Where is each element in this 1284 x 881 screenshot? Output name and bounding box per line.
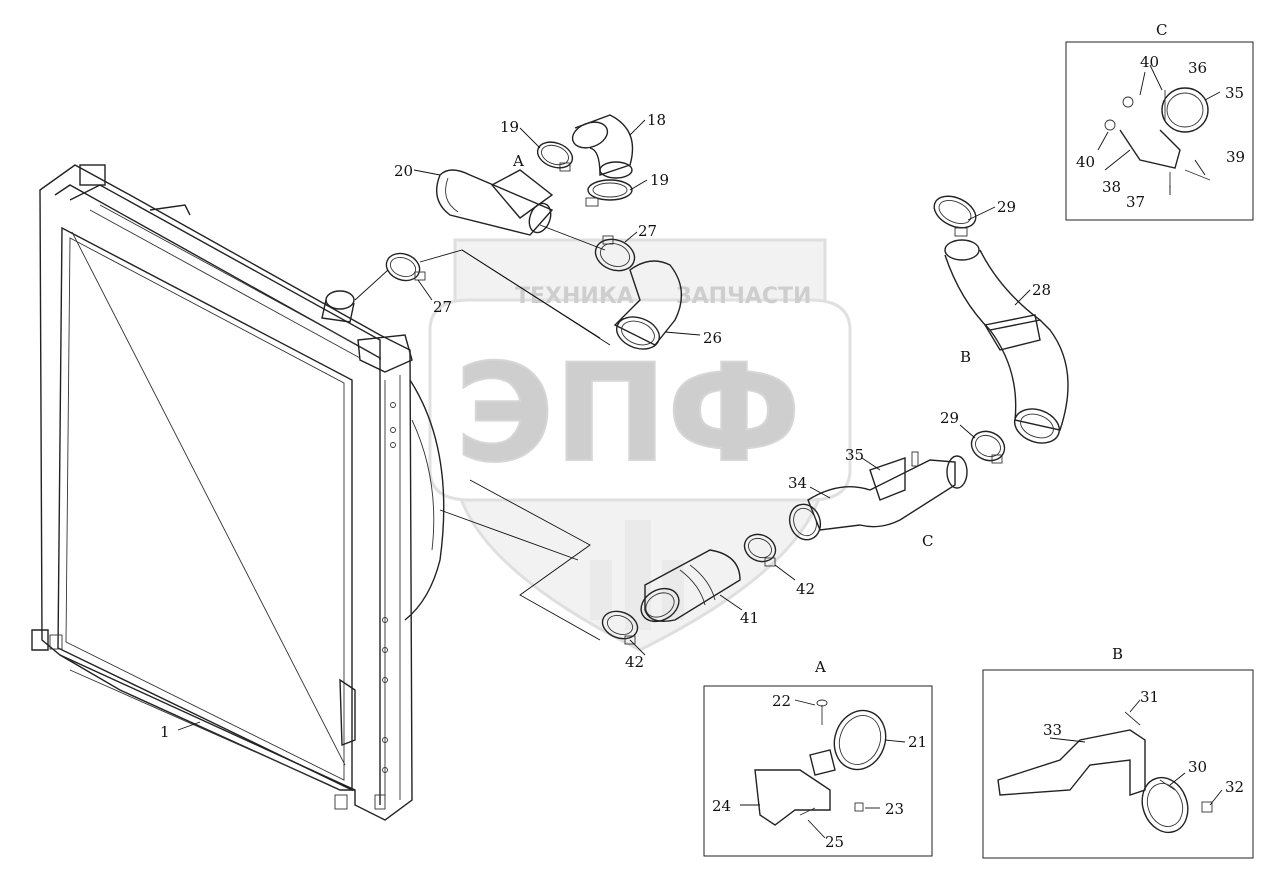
view-marker-b: B — [960, 348, 971, 366]
detail-view-c — [1065, 41, 1254, 221]
callout-28: 28 — [1032, 281, 1051, 299]
hose-41 — [640, 549, 741, 623]
radiator-assembly — [31, 164, 445, 821]
callout-26: 26 — [703, 329, 722, 347]
callout-19-lower: 19 — [650, 171, 669, 189]
callout-34: 34 — [788, 474, 807, 492]
callout-42-right: 42 — [796, 580, 815, 598]
callout-36: 36 — [1188, 59, 1207, 77]
clamp-19-upper — [536, 141, 574, 172]
clamp-27-upper — [594, 235, 636, 272]
callout-22: 22 — [772, 692, 791, 710]
callout-40-upper: 40 — [1140, 53, 1159, 71]
watermark-left-text: ТЕХНИКА — [515, 284, 634, 309]
hose-20 — [436, 169, 554, 236]
callout-37: 37 — [1126, 193, 1145, 211]
callout-33: 33 — [1043, 721, 1062, 739]
callout-30: 30 — [1188, 758, 1207, 776]
callout-1: 1 — [160, 723, 170, 741]
callout-20: 20 — [394, 162, 413, 180]
callout-18: 18 — [647, 111, 666, 129]
callout-35-detail: 35 — [1225, 84, 1244, 102]
detail-a-title: A — [814, 658, 826, 676]
callout-25: 25 — [825, 833, 844, 851]
hose-28 — [944, 239, 1069, 444]
callout-41: 41 — [740, 609, 759, 627]
callout-29-upper: 29 — [997, 198, 1016, 216]
clamp-29-upper — [933, 195, 977, 237]
callout-35: 35 — [845, 446, 864, 464]
detail-c-title: C — [1156, 21, 1167, 39]
view-marker-c: C — [922, 532, 933, 550]
callout-42-left: 42 — [625, 653, 644, 671]
watermark-big-text: ЭПФ — [455, 335, 801, 492]
callout-40-lower: 40 — [1076, 153, 1095, 171]
callout-19-upper: 19 — [500, 118, 519, 136]
clamp-19-lower — [585, 179, 633, 207]
clamp-42-right — [743, 533, 777, 567]
detail-view-b — [982, 669, 1254, 859]
watermark-right-text: ЗАПЧАСТИ — [676, 284, 811, 309]
callout-21: 21 — [908, 733, 927, 751]
clamp-42-left — [601, 610, 639, 645]
leader-lines — [177, 64, 1223, 839]
callout-27-upper: 27 — [638, 222, 657, 240]
watermark: ТЕХНИКА ЗАПЧАСТИ ЭПФ — [428, 238, 852, 652]
callout-32: 32 — [1225, 778, 1244, 796]
callout-39: 39 — [1226, 148, 1245, 166]
assembly-lines — [354, 224, 611, 641]
callout-23: 23 — [885, 800, 904, 818]
hose-26 — [613, 260, 683, 350]
callout-38: 38 — [1102, 178, 1121, 196]
detail-view-a — [703, 685, 933, 857]
elbow-hose-18 — [571, 114, 634, 179]
callout-24: 24 — [712, 797, 731, 815]
view-marker-a: A — [512, 152, 524, 170]
detail-b-title: B — [1112, 645, 1123, 663]
callout-27-left: 27 — [433, 298, 452, 316]
clamp-27-left — [385, 252, 426, 282]
pipe-34 — [788, 451, 968, 541]
callout-29-lower: 29 — [940, 409, 959, 427]
clamp-29-lower — [970, 430, 1006, 464]
callout-31: 31 — [1140, 688, 1159, 706]
callout-labels: 1 18 19 20 19 27 27 26 29 28 29 35 34 41… — [160, 21, 1245, 851]
